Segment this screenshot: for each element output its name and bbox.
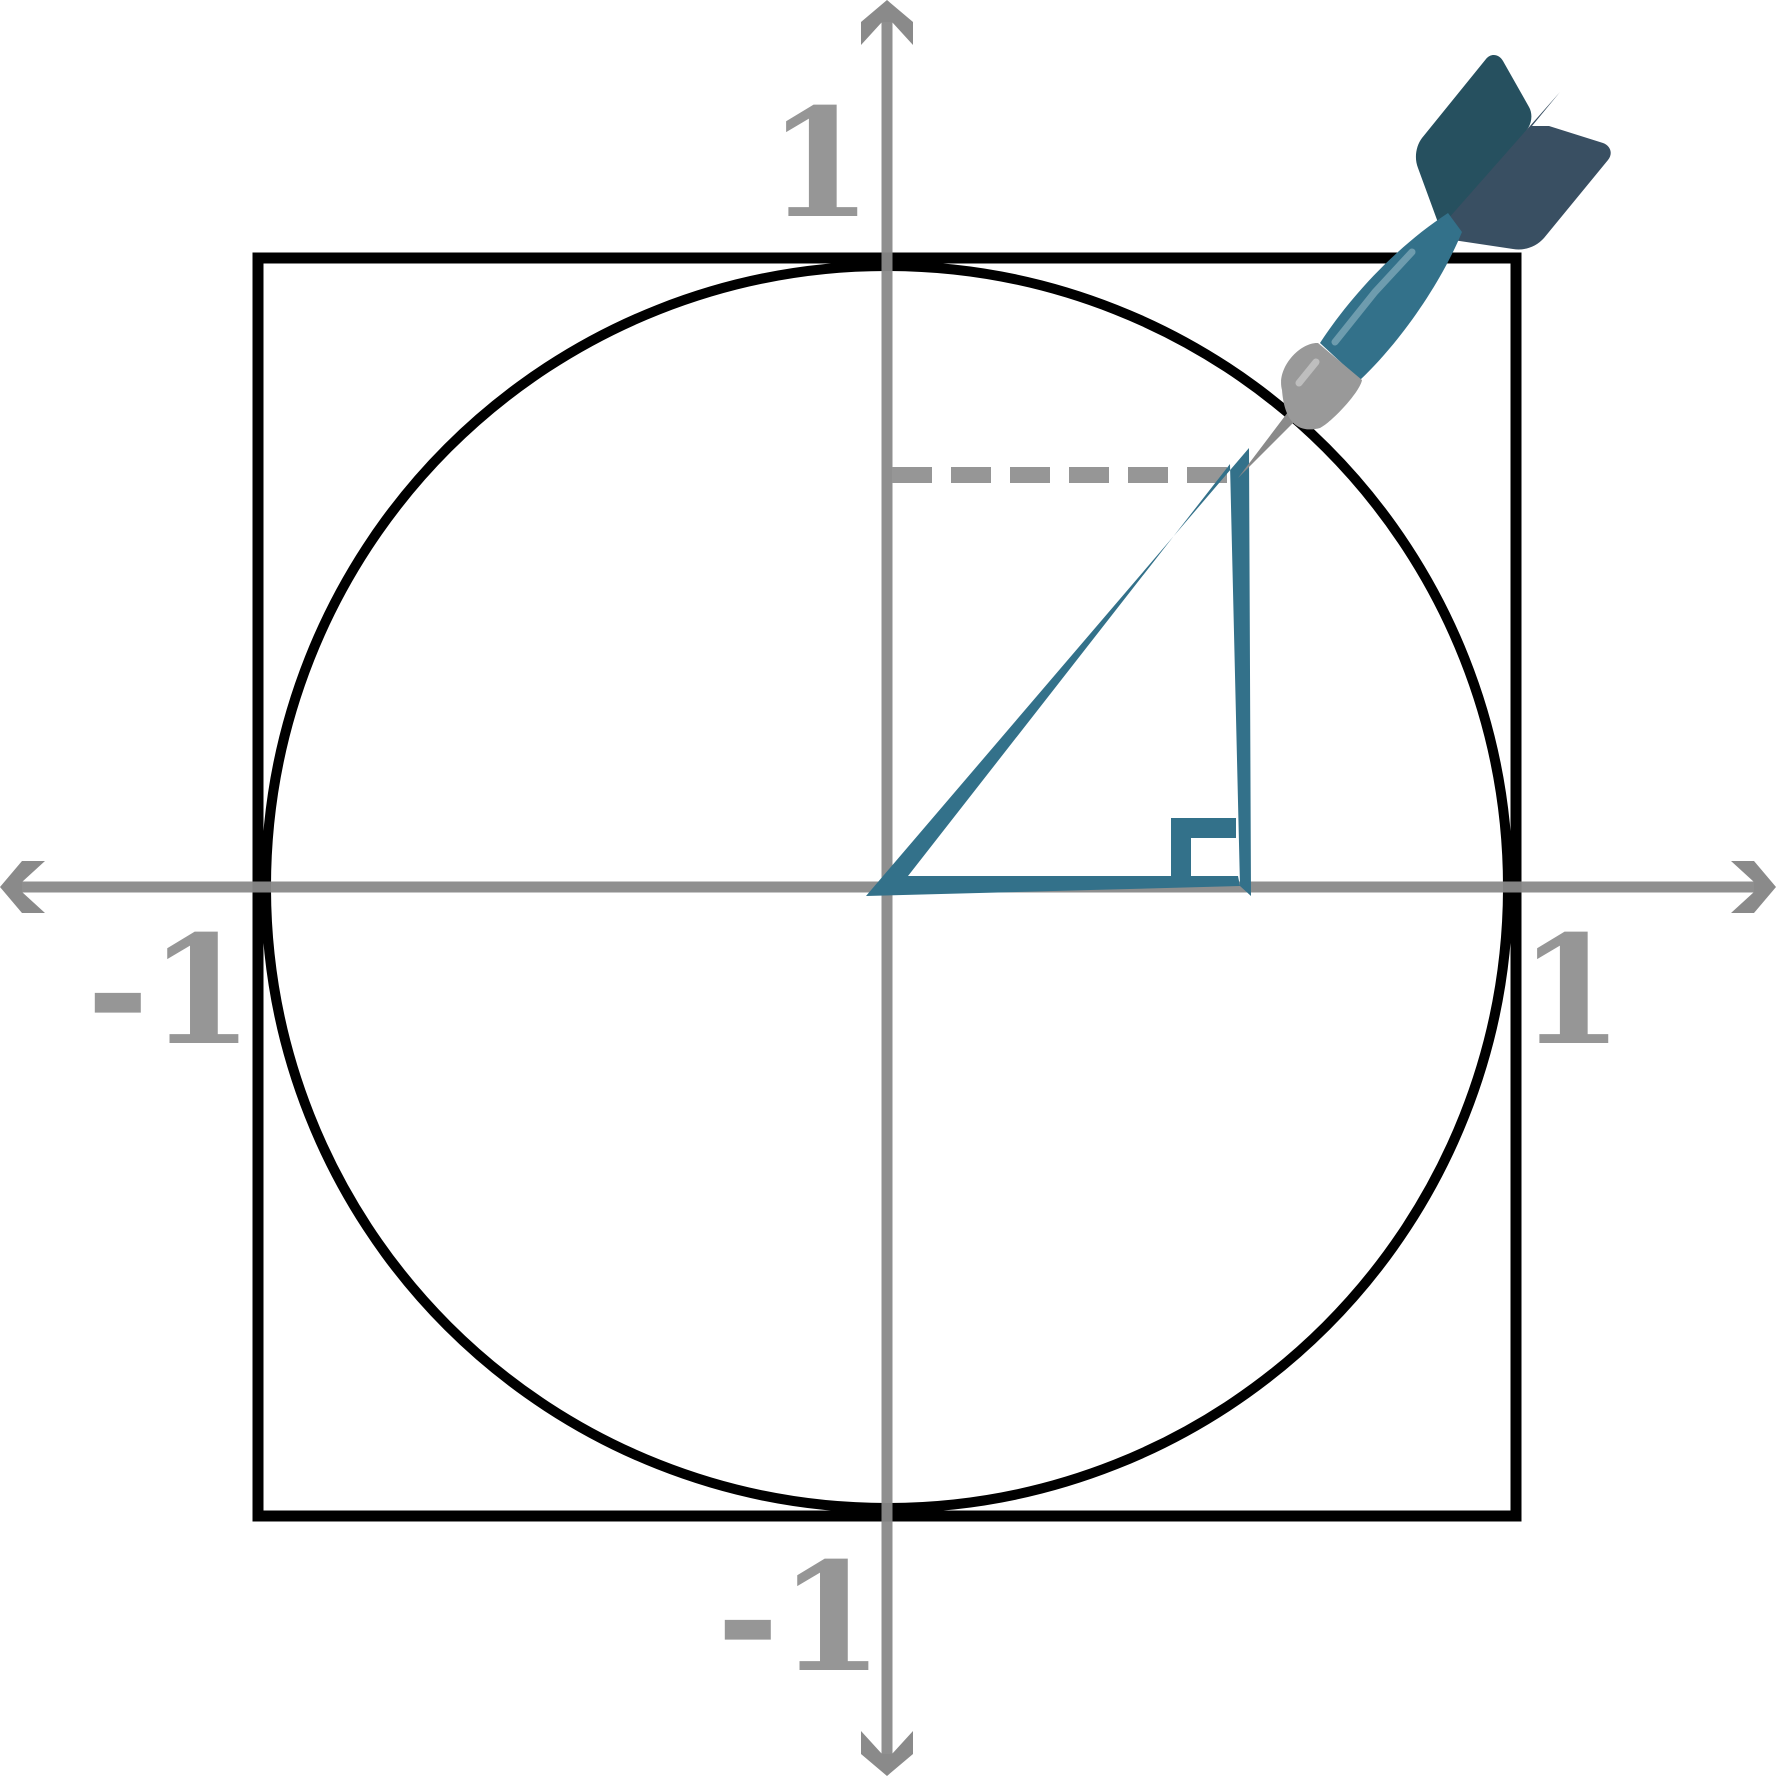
dart-barrel [1320, 213, 1462, 380]
right-angle-marker [1171, 818, 1236, 882]
dart-flight-front [1415, 55, 1532, 228]
dart-barrel-highlight [1331, 248, 1416, 346]
right-angle-inner [1191, 838, 1231, 876]
dart-grip [1281, 342, 1362, 430]
y-axis-top-arrowhead [861, 0, 913, 45]
triangle-outline [866, 448, 1251, 896]
x-axis-right-arrowhead [1731, 861, 1776, 913]
y-axis-label-positive: 1 [768, 76, 872, 252]
dart-icon [1238, 55, 1611, 478]
y-axis-bottom-arrowhead [861, 1731, 913, 1776]
x-axis-left-arrowhead [0, 861, 45, 913]
right-triangle [866, 448, 1251, 896]
dart-flight-back [1440, 92, 1611, 250]
dart-grip-highlight [1295, 358, 1320, 387]
dart-tip [1238, 412, 1296, 478]
x-axis-label-negative: -1 [87, 903, 254, 1079]
y-axis-label-negative: -1 [717, 1530, 884, 1706]
x-axis-label-positive: 1 [1519, 903, 1623, 1079]
